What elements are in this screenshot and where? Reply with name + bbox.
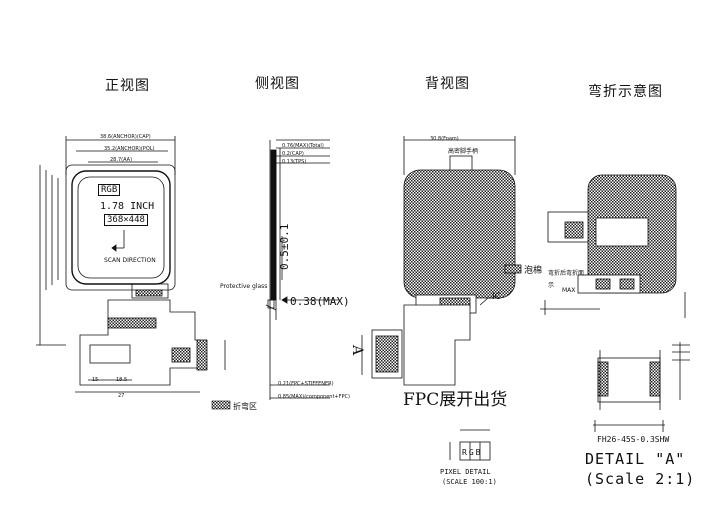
pixel-detail-drawing bbox=[449, 429, 491, 461]
detail-a-title: DETAIL "A" bbox=[585, 450, 686, 468]
front-view-drawing bbox=[36, 136, 226, 393]
front-view-title: 正视图 bbox=[105, 78, 150, 94]
bend-area-legend-swatch bbox=[211, 400, 231, 410]
screen-size-label: 1.78 INCH bbox=[100, 201, 155, 212]
dim-foam: 30.8(Foam) bbox=[430, 136, 459, 142]
side-view-drawing bbox=[265, 139, 340, 400]
bend-area-legend-label: 折弯区 bbox=[233, 402, 257, 411]
dim-vertical-thickness: 0.5±0.1 bbox=[278, 223, 291, 270]
resolution-label: 368×448 bbox=[104, 214, 148, 226]
dim-top-pol: 35.2(ANCHOR)(POL) bbox=[104, 146, 155, 152]
protective-glass-note: Protective glass bbox=[220, 283, 268, 290]
detail-a-marker: A bbox=[349, 344, 366, 356]
bend-note: 弯折后弯折面 bbox=[548, 270, 585, 277]
bend-view-drawing bbox=[540, 174, 686, 318]
dim-cap: 0.2(CAP) bbox=[282, 151, 304, 157]
dim-max-thickness: 0.38(MAX) bbox=[290, 295, 350, 308]
back-view-title: 背视图 bbox=[425, 76, 470, 92]
foam-label: 泡棉 bbox=[524, 266, 543, 276]
back-view-drawing bbox=[361, 136, 522, 386]
dim-fpc-stiffener: 0.21(FPC+STIFFENER) bbox=[278, 381, 334, 387]
pixel-rgb-label: RGB bbox=[462, 448, 483, 457]
dim-top-aa: 28.7(AA) bbox=[110, 157, 133, 163]
dim-tps: 0.13(TPS) bbox=[282, 159, 307, 165]
rgb-label: RGB bbox=[98, 184, 121, 196]
dim-bottom-small: 18.5 bbox=[116, 377, 128, 383]
pixel-detail-title: PIXEL DETAIL bbox=[440, 468, 491, 476]
detail-a-scale: (Scale 2:1) bbox=[585, 470, 696, 488]
dim-left-small: 15 bbox=[92, 377, 99, 383]
tape-note: 高密脚手柄 bbox=[448, 148, 479, 155]
dim-total: 0.76(MAX)(Total) bbox=[282, 143, 324, 149]
dim-bottom: 27 bbox=[118, 393, 125, 399]
fpc-shipping-note: FPC展开出货 bbox=[403, 390, 508, 410]
bend-note-2: 示 bbox=[548, 282, 555, 289]
dim-component-fpc: 0.85(MAX)(component+FPC) bbox=[278, 394, 350, 400]
dim-top-cap: 38.6(ANCHOR)(CAP) bbox=[100, 134, 151, 140]
bend-view-title: 弯折示意图 bbox=[588, 84, 663, 100]
pixel-detail-scale: (SCALE 100:1) bbox=[442, 478, 497, 486]
bend-max-label: MAX bbox=[562, 287, 576, 294]
side-view-title: 侧视图 bbox=[255, 76, 300, 92]
connector-part-number: FH26-45S-0.3SHW bbox=[597, 435, 670, 444]
ic-label: IC bbox=[492, 292, 501, 302]
detail-a-drawing bbox=[593, 342, 690, 432]
scan-direction-label: SCAN DIRECTION bbox=[104, 257, 156, 264]
